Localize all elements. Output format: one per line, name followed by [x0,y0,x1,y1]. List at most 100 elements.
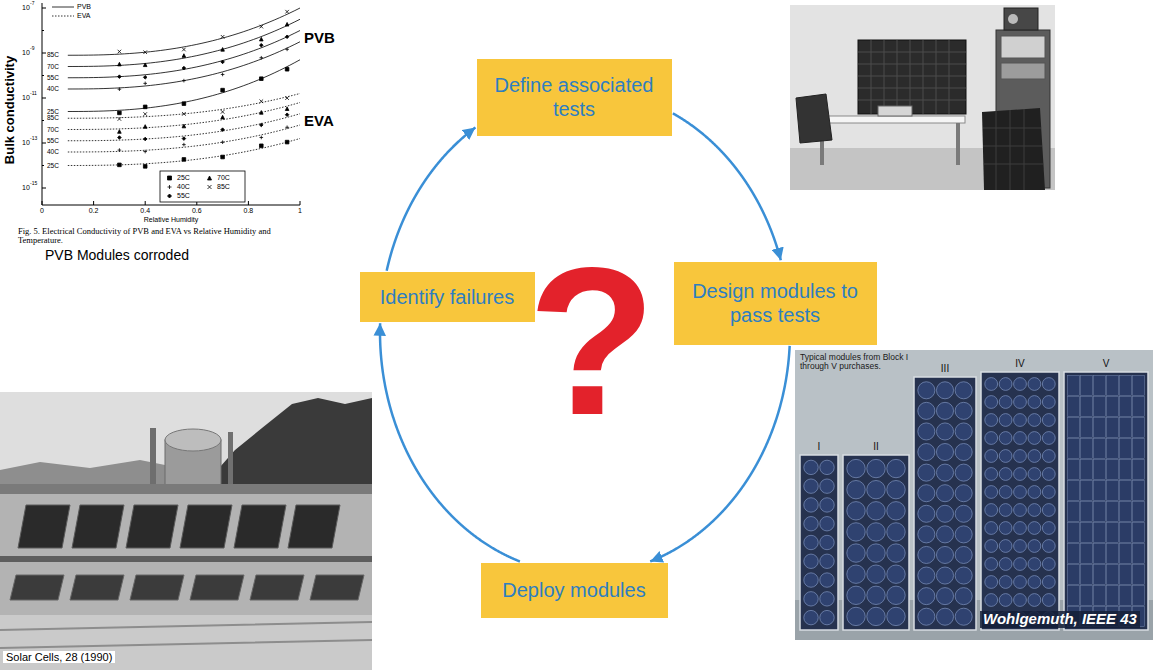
data-point [143,82,147,86]
fit-curve [68,19,300,66]
pv-module [1133,523,1145,543]
pv-module [847,586,865,604]
data-point [118,50,122,54]
fit-curve [68,60,300,112]
fit-curve [68,31,300,78]
tick-label: 10 [22,184,30,192]
pv-module [918,423,935,440]
pv-module [936,423,953,440]
pv-module [800,455,838,630]
pv-module [1120,460,1132,480]
pv-module [1081,439,1093,459]
pv-module [1094,460,1106,480]
axis-tick [42,188,46,189]
tick-exponent: -7 [30,1,34,7]
pv-module [867,544,885,562]
pv-module [1042,522,1055,535]
pv-module [820,460,834,474]
curve-label: 55C [47,137,59,144]
pv-module [1042,414,1055,427]
photo-caption: Typical modules from Block I through V p… [800,353,910,372]
pv-module [918,546,935,563]
legend-item: 55C [165,192,190,200]
rooftop-photo [190,575,244,600]
data-point [260,77,264,81]
rooftop-photo [180,505,232,548]
axis-tick [248,201,249,205]
axis-title: Relative Humidity [144,216,198,224]
pv-module [1133,544,1145,564]
pv-module [820,535,834,549]
legend-frame [160,171,245,202]
axis-tick [42,120,44,121]
data-point [143,50,147,54]
data-point [260,56,264,60]
data-point [221,140,225,144]
pv-module [999,432,1012,445]
pv-module [1068,460,1080,480]
pv-module [847,544,865,562]
pv-module [999,468,1012,481]
data-point [118,87,122,91]
data-point [118,111,122,115]
pv-module [1094,439,1106,459]
pv-module [914,377,976,630]
pv-module [999,396,1012,409]
pv-module [1014,522,1027,535]
pv-module [804,573,818,587]
pv-module [999,540,1012,553]
pv-module [936,485,953,502]
tick-label: 10 [22,4,30,12]
pv-module [847,565,865,583]
pv-module [955,402,972,419]
fit-curve [68,103,300,130]
data-point [285,113,289,117]
pv-module [985,540,998,553]
legend-sample [165,183,174,191]
pv-module [1081,544,1093,564]
rooftop-photo [126,505,178,548]
rooftop-photo [0,484,372,494]
data-point [182,137,186,141]
pv-module [1107,460,1119,480]
pv-module [1068,397,1080,417]
fit-curve [68,125,300,152]
pv-module [1042,576,1055,589]
data-point [285,22,289,26]
pv-module [985,594,998,607]
pv-module [867,607,885,625]
pv-module [936,526,953,543]
pv-module [1133,502,1145,522]
legend-text: 25C [177,174,190,182]
data-point [143,105,147,109]
pv-module [1133,586,1145,606]
pv-module [1120,523,1132,543]
rooftop-photo [0,615,372,670]
pv-module [955,423,972,440]
pv-module [985,432,998,445]
pv-module [1068,565,1080,585]
pv-module [936,402,953,419]
legend-text: 70C [217,174,230,182]
pv-module [981,372,1059,630]
pv-module [1042,504,1055,517]
pv-module [985,450,998,463]
pv-module [985,414,998,427]
pv-module [955,546,972,563]
rooftop-photo [18,505,340,548]
pv-module [1028,486,1041,499]
legend-sample [52,12,74,20]
pv-module [1028,576,1041,589]
legend-sample [165,174,174,182]
pv-module [955,382,972,399]
data-point [182,102,186,106]
curve-label: 85C [47,51,59,58]
data-point [221,88,225,92]
pv-module [1014,594,1027,607]
data-point [221,155,225,159]
pv-module [999,450,1012,463]
pv-module [1042,540,1055,553]
figure-caption: Fig. 5. Electrical Conductivity of PVB a… [18,227,293,246]
pv-module [1028,468,1041,481]
fit-curve [68,42,300,89]
